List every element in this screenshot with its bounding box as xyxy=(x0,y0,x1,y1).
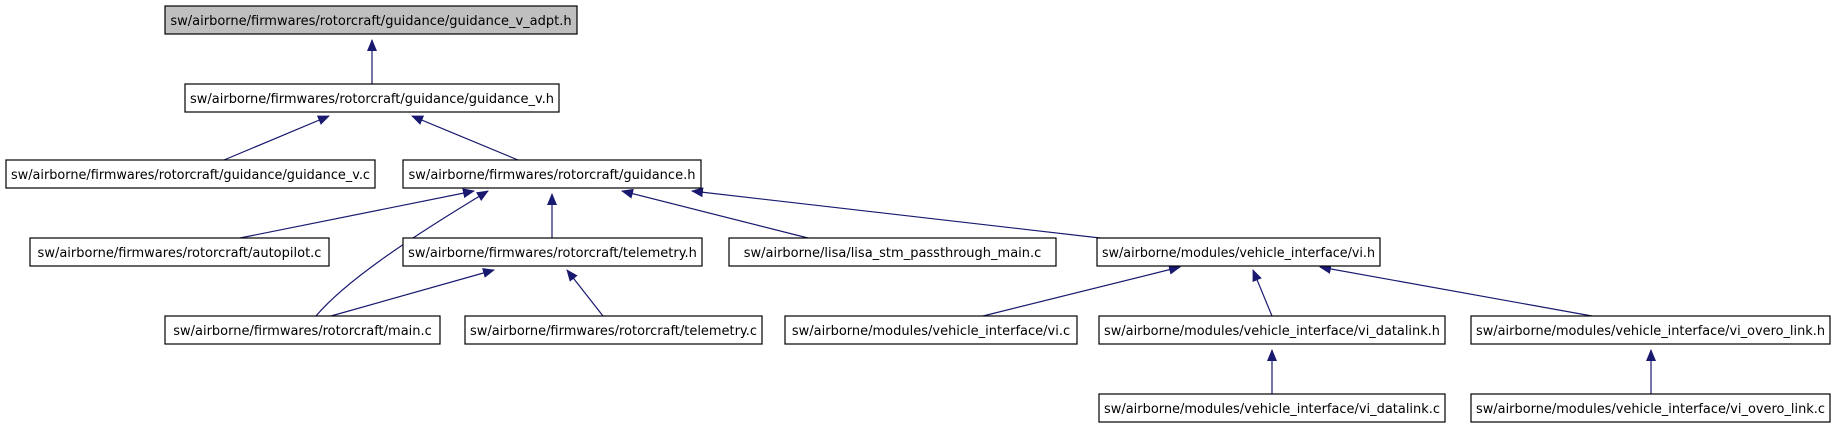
node-main-c[interactable]: sw/airborne/firmwares/rotorcraft/main.c xyxy=(164,315,441,345)
node-label: sw/airborne/modules/vehicle_interface/vi… xyxy=(1102,246,1375,261)
node-label: sw/airborne/modules/vehicle_interface/vi… xyxy=(1104,324,1440,339)
node-autopilot-c[interactable]: sw/airborne/firmwares/rotorcraft/autopil… xyxy=(29,237,330,267)
node-vi-datalink-h[interactable]: sw/airborne/modules/vehicle_interface/vi… xyxy=(1098,315,1446,345)
node-label: sw/airborne/lisa/lisa_stm_passthrough_ma… xyxy=(744,246,1042,261)
edge-arrow xyxy=(982,264,1181,317)
node-telemetry-h[interactable]: sw/airborne/firmwares/rotorcraft/telemet… xyxy=(402,237,703,267)
node-guidance-v-adpt-h[interactable]: sw/airborne/firmwares/rotorcraft/guidanc… xyxy=(164,5,578,35)
node-vi-datalink-c[interactable]: sw/airborne/modules/vehicle_interface/vi… xyxy=(1098,393,1446,423)
edge-guidance_h-to-guidance_v_h xyxy=(411,115,519,161)
edge-autopilot_c-to-guidance_h xyxy=(239,188,475,239)
node-box xyxy=(164,5,578,35)
edge-arrow xyxy=(1252,269,1273,317)
node-box xyxy=(402,237,703,267)
node-vi-h[interactable]: sw/airborne/modules/vehicle_interface/vi… xyxy=(1096,237,1381,267)
node-vi-overo-link-c[interactable]: sw/airborne/modules/vehicle_interface/vi… xyxy=(1470,393,1831,423)
nodes-layer: sw/airborne/firmwares/rotorcraft/guidanc… xyxy=(5,5,1831,423)
edge-vi_h-to-guidance_h xyxy=(691,187,1101,239)
edge-vi_datalink_h-to-vi_h xyxy=(1252,269,1273,317)
node-label: sw/airborne/firmwares/rotorcraft/autopil… xyxy=(38,246,322,261)
edge-guidance_v_c-to-guidance_v_h xyxy=(223,115,330,161)
edge-arrow xyxy=(239,188,475,239)
node-vi-overo-link-h[interactable]: sw/airborne/modules/vehicle_interface/vi… xyxy=(1470,315,1831,345)
edge-arrow xyxy=(566,269,604,317)
node-telemetry-c[interactable]: sw/airborne/firmwares/rotorcraft/telemet… xyxy=(464,315,763,345)
node-guidance-h[interactable]: sw/airborne/firmwares/rotorcraft/guidanc… xyxy=(402,159,702,189)
node-box xyxy=(464,315,763,345)
node-box xyxy=(784,315,1078,345)
edge-lisa_stm_passthrough_main_c-to-guidance_h xyxy=(621,188,809,239)
node-label: sw/airborne/modules/vehicle_interface/vi… xyxy=(1476,324,1825,339)
node-label: sw/airborne/modules/vehicle_interface/vi… xyxy=(792,324,1070,339)
node-box xyxy=(1098,315,1446,345)
node-box xyxy=(402,159,702,189)
edge-arrow xyxy=(315,190,489,317)
node-box xyxy=(164,315,441,345)
node-label: sw/airborne/modules/vehicle_interface/vi… xyxy=(1476,402,1825,417)
node-box xyxy=(184,83,560,113)
node-label: sw/airborne/firmwares/rotorcraft/guidanc… xyxy=(409,168,696,183)
edge-main_c-to-telemetry_h xyxy=(330,268,495,317)
edge-arrow xyxy=(223,115,330,161)
node-box xyxy=(1096,237,1381,267)
edge-vi_c-to-vi_h xyxy=(982,264,1181,317)
node-label: sw/airborne/firmwares/rotorcraft/guidanc… xyxy=(190,92,554,107)
node-box xyxy=(29,237,330,267)
node-box xyxy=(5,159,376,189)
node-box xyxy=(728,237,1057,267)
edge-arrow xyxy=(330,268,495,317)
edge-telemetry_c-to-telemetry_h xyxy=(566,269,604,317)
node-label: sw/airborne/modules/vehicle_interface/vi… xyxy=(1104,402,1440,417)
edge-arrow xyxy=(691,187,1101,239)
node-vi-c[interactable]: sw/airborne/modules/vehicle_interface/vi… xyxy=(784,315,1078,345)
node-guidance-v-h[interactable]: sw/airborne/firmwares/rotorcraft/guidanc… xyxy=(184,83,560,113)
node-label: sw/airborne/firmwares/rotorcraft/guidanc… xyxy=(170,14,571,29)
node-lisa-stm-passthrough-main-c[interactable]: sw/airborne/lisa/lisa_stm_passthrough_ma… xyxy=(728,237,1057,267)
node-box xyxy=(1098,393,1446,423)
edge-main_c-to-guidance_h xyxy=(315,190,489,317)
node-guidance-v-c[interactable]: sw/airborne/firmwares/rotorcraft/guidanc… xyxy=(5,159,376,189)
node-label: sw/airborne/firmwares/rotorcraft/telemet… xyxy=(408,246,697,261)
edge-vi_overo_link_h-to-vi_h xyxy=(1319,264,1593,317)
node-label: sw/airborne/firmwares/rotorcraft/main.c xyxy=(173,324,432,339)
node-label: sw/airborne/firmwares/rotorcraft/telemet… xyxy=(470,324,757,339)
edge-arrow xyxy=(621,188,809,239)
node-label: sw/airborne/firmwares/rotorcraft/guidanc… xyxy=(11,168,370,183)
node-box xyxy=(1470,393,1831,423)
edges-layer xyxy=(223,39,1656,394)
node-box xyxy=(1470,315,1831,345)
edge-arrow xyxy=(1319,264,1593,317)
edge-arrow xyxy=(411,115,519,161)
